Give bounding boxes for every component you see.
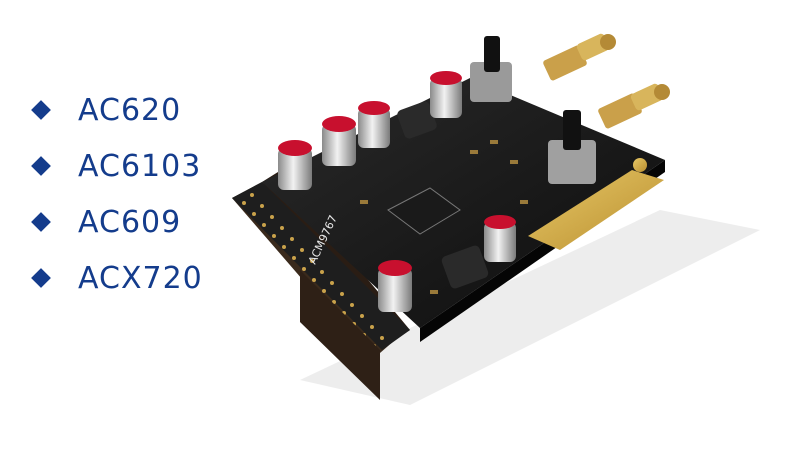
model-label: AC609	[78, 204, 182, 240]
model-label: AC620	[78, 92, 182, 128]
capacitor	[378, 260, 412, 312]
capacitor	[430, 71, 462, 118]
list-item: ACX720	[30, 250, 203, 306]
capacitor	[322, 116, 356, 166]
ic-chip	[387, 187, 461, 235]
capacitor	[278, 140, 312, 190]
sma-connector	[598, 83, 670, 129]
capacitor	[484, 215, 516, 262]
potentiometer	[548, 110, 596, 184]
potentiometer	[470, 36, 512, 102]
capacitor	[358, 101, 390, 148]
sma-connector	[543, 33, 616, 81]
gold-finger	[528, 170, 664, 250]
list-item: AC609	[30, 194, 203, 250]
list-item: AC6103	[30, 138, 203, 194]
list-item: AC620	[30, 82, 203, 138]
model-list: AC620 AC6103 AC609 ACX720	[30, 82, 203, 306]
model-label: ACX720	[78, 260, 203, 296]
model-label: AC6103	[78, 148, 202, 184]
